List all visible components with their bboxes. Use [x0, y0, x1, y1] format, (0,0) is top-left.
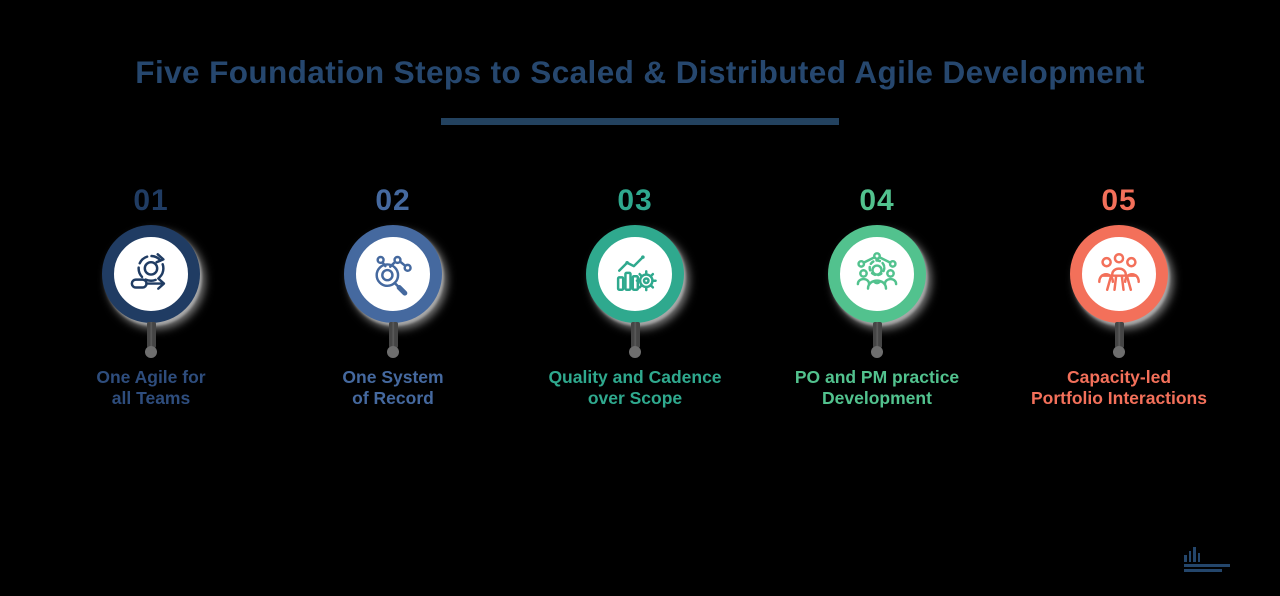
step-03: 03 — [514, 183, 756, 409]
connector-stem — [872, 322, 882, 348]
brand-logo — [1184, 546, 1236, 576]
step-label-line1: One Agile for — [96, 367, 206, 387]
connector-stem — [630, 322, 640, 348]
bar-chart-logo-icon — [1184, 546, 1200, 562]
step-circle — [586, 225, 684, 323]
agile-sprint-icon — [124, 247, 178, 301]
step-circle — [1070, 225, 1168, 323]
connector-dot — [871, 346, 883, 358]
step-label-line2: all Teams — [111, 388, 191, 408]
step-label: Quality and Cadence over Scope — [548, 367, 721, 409]
step-number: 03 — [617, 184, 653, 217]
step-number: 05 — [1101, 184, 1137, 217]
connector-dot — [387, 346, 399, 358]
step-label-line1: PO and PM practice — [794, 367, 960, 387]
steps-row: 01 One Agile for all Teams — [30, 183, 1240, 409]
step-label-line2: over Scope — [587, 388, 683, 408]
step-01: 01 One Agile for all Teams — [30, 183, 272, 409]
step-label-line2: Development — [822, 388, 932, 408]
step-number: 04 — [859, 184, 895, 217]
connector-stem — [146, 322, 156, 348]
connector-stem — [388, 322, 398, 348]
bar-chart-gear-icon — [608, 247, 662, 301]
team-network-icon — [850, 247, 904, 301]
step-label: One System of Record — [342, 367, 443, 409]
step-label-line1: Capacity-led — [1066, 367, 1172, 387]
step-circle — [344, 225, 442, 323]
step-number: 02 — [375, 184, 411, 217]
step-circle — [828, 225, 926, 323]
step-number: 01 — [133, 184, 169, 217]
step-label-line2: of Record — [352, 388, 434, 408]
search-network-icon — [366, 247, 420, 301]
title-underline — [441, 118, 839, 125]
step-label: Capacity-led Portfolio Interactions — [1031, 367, 1207, 409]
logo-text-lines — [1184, 564, 1230, 572]
step-label: PO and PM practice Development — [795, 367, 959, 409]
step-04: 04 — [756, 183, 998, 409]
page-title: Five Foundation Steps to Scaled & Distri… — [135, 54, 1145, 90]
step-label-line1: Quality and Cadence — [548, 367, 722, 387]
connector-dot — [1113, 346, 1125, 358]
step-label-line2: Portfolio Interactions — [1031, 388, 1207, 408]
meeting-table-icon — [1092, 247, 1146, 301]
step-05: 05 — [998, 183, 1240, 409]
connector-stem — [1114, 322, 1124, 348]
step-label-line1: One System — [342, 367, 444, 387]
connector-dot — [629, 346, 641, 358]
connector-dot — [145, 346, 157, 358]
step-02: 02 — [272, 183, 514, 409]
step-label: One Agile for all Teams — [96, 367, 205, 409]
step-circle — [102, 225, 200, 323]
